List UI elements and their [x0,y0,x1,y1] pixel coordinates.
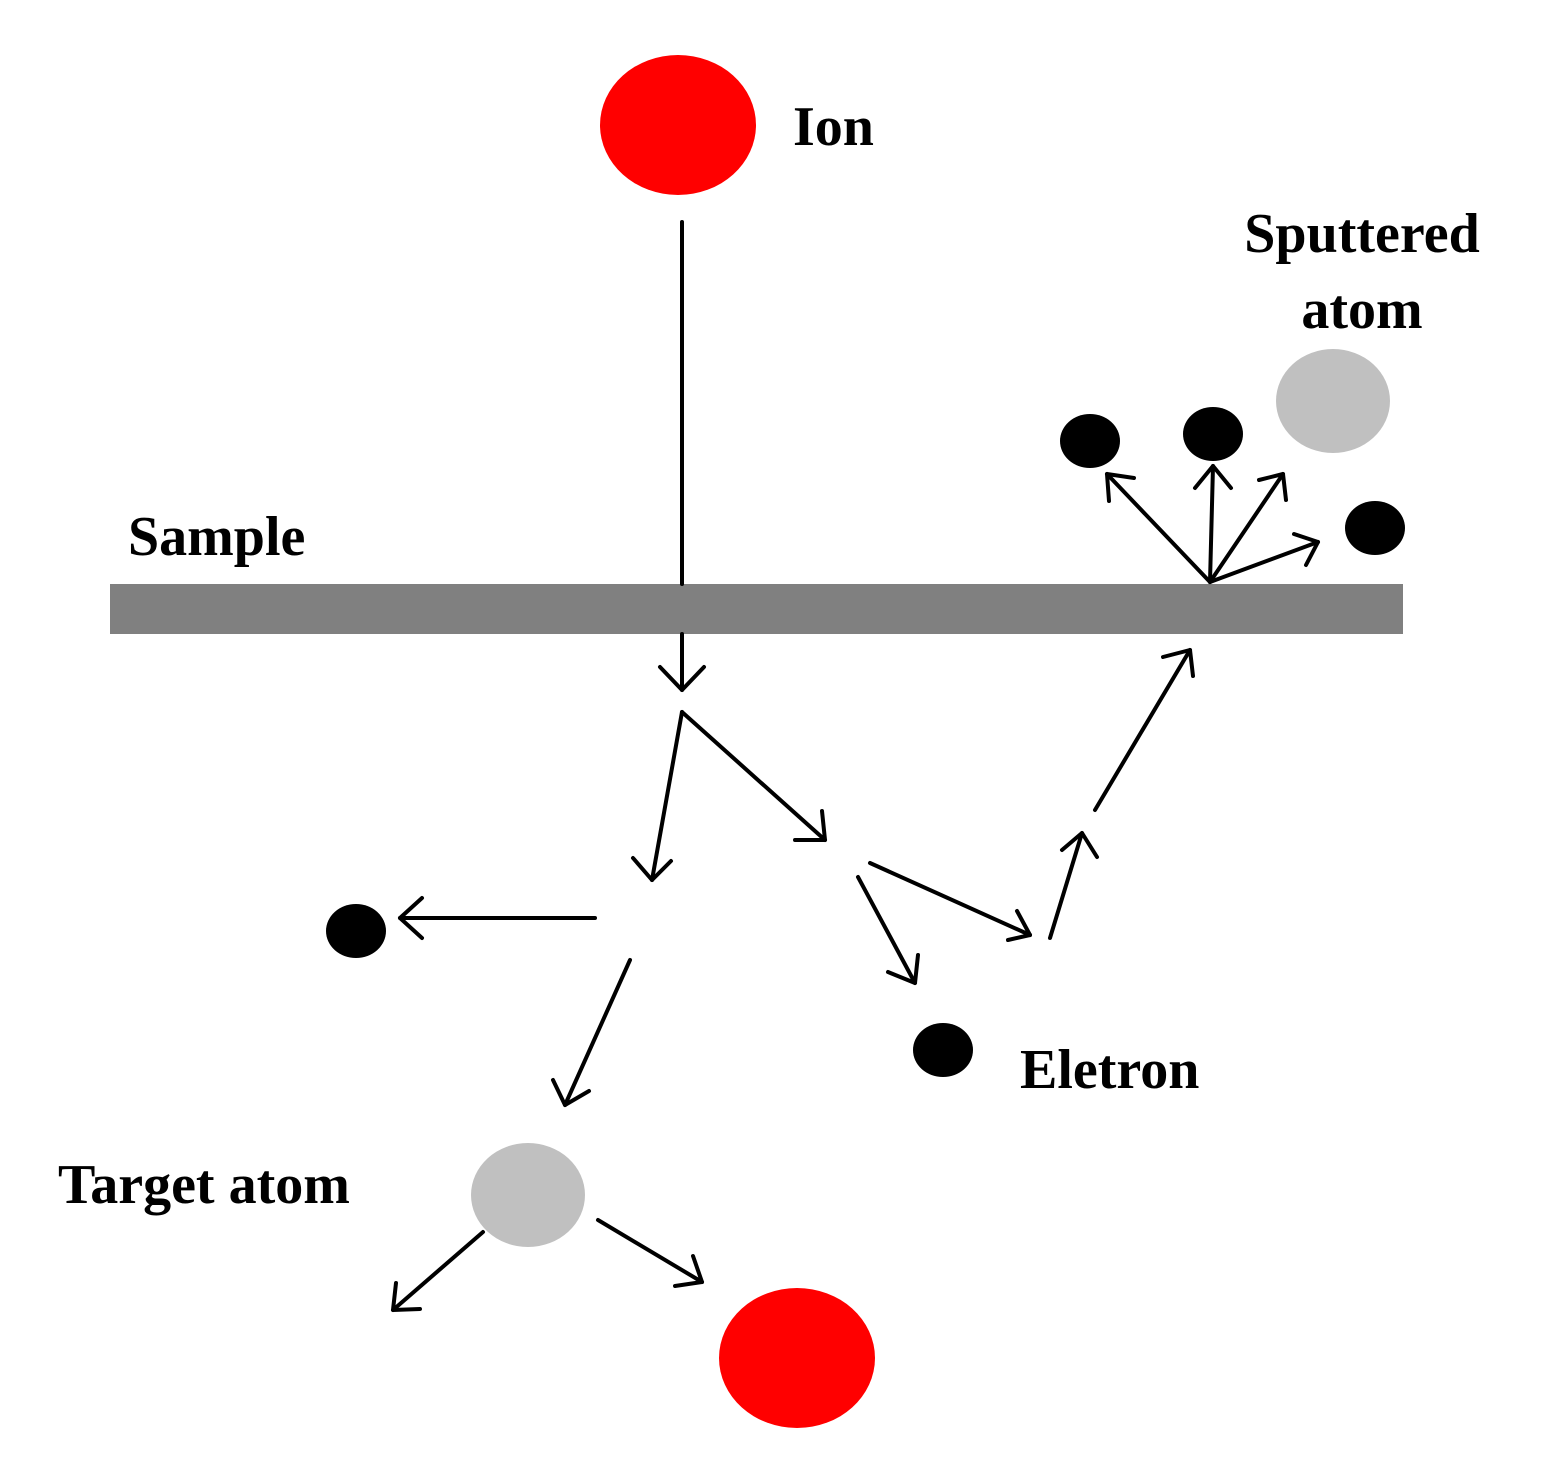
emission-arrowhead-4 [1292,532,1320,567]
sample-label: Sample [128,506,305,568]
emission-arrow-4 [1208,540,1320,584]
cascade-arrow-2 [680,710,827,842]
sputtered-atom [1276,349,1390,453]
incoming-ion [600,55,756,195]
target-arrowhead-right [673,1254,704,1288]
target-arrow-right [596,1218,704,1284]
cascade-arrow-1 [650,710,684,882]
cascade-arrowhead-6 [1006,909,1032,942]
eletron-particle [913,1023,973,1077]
cascade-arrow-6 [868,861,1032,937]
cascade-arrowhead-8 [1161,648,1195,678]
cascade-arrow-7 [1048,831,1084,940]
target-arrowhead-left [391,1281,422,1312]
cascade-arrowhead-4 [551,1078,591,1107]
cascade-arrow-5 [856,875,917,985]
target-atom-label: Target atom [58,1154,350,1216]
cascade-arrow-4 [563,958,632,1107]
emission-arrowhead-2 [1193,464,1233,490]
scattered-ion [719,1288,875,1428]
target-arrow-left [391,1230,485,1312]
left-electron [326,904,386,958]
arrows [391,220,1320,1312]
sputtered-atom-label-line1: Sputtered [1244,203,1479,265]
sputtered-atom-label-line2: atom [1301,279,1422,341]
ion-label: Ion [793,96,874,158]
cascade-arrowhead-5 [886,953,920,985]
ion-entry-arrowhead [658,665,706,692]
surface-electron-3 [1345,501,1405,555]
cascade-arrowhead-7 [1060,831,1099,859]
cascade-arrowhead-2 [793,809,827,842]
surface-electron-1 [1060,414,1120,468]
cascade-arrow-8 [1093,648,1192,812]
emission-arrow-2 [1208,464,1215,584]
eletron-label: Eletron [1020,1039,1199,1101]
target-atom [471,1143,585,1247]
emission-arrowhead-3 [1257,472,1288,502]
cascade-arrowhead-3 [398,896,424,940]
emission-arrowhead-1 [1105,472,1136,503]
sample-bar [110,584,1403,634]
emission-arrow-1 [1105,472,1212,584]
cascade-arrowhead-1 [631,856,673,882]
surface-electron-2 [1183,407,1243,461]
emission-arrow-3 [1208,472,1285,584]
